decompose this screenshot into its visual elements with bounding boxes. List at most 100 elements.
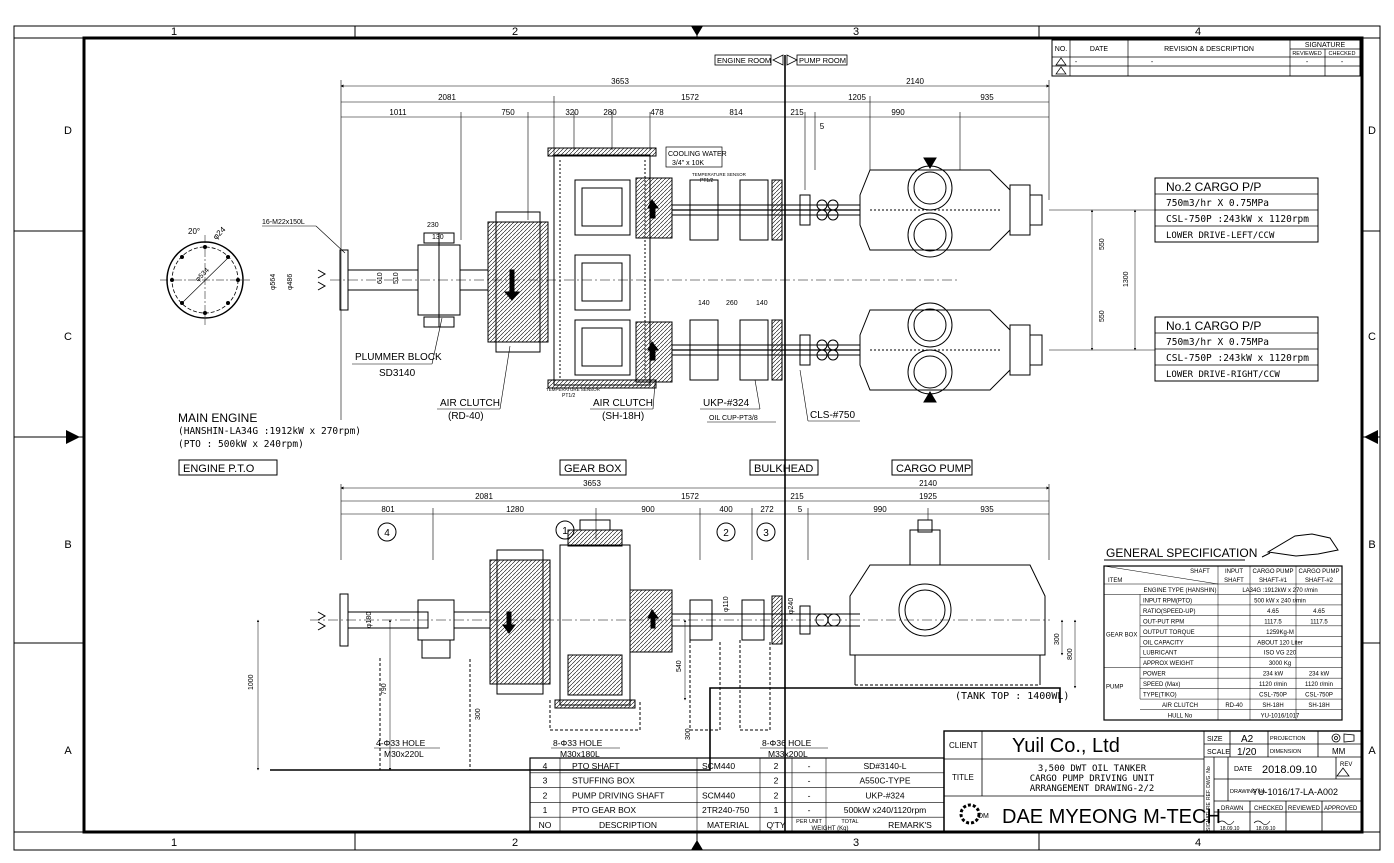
pump-no2-line3: LOWER DRIVE-LEFT/CCW (1166, 231, 1275, 241)
spec-item-7: APPROX WEIGHT (1143, 661, 1194, 667)
bom-head-qty: Q'TY (766, 820, 785, 830)
spec-pump1-11: SH-18H (1262, 703, 1283, 709)
top-dim-1011: 1011 (389, 108, 407, 117)
bom-no-0: 4 (543, 761, 548, 771)
spec-header-5: SHAFT-#1 (1259, 578, 1288, 584)
pump-no1-line1: 750m3/hr X 0.75MPa (1166, 337, 1269, 348)
spec-input-4: 1259Kg-M (1266, 630, 1294, 636)
bom-weight-1: - (808, 776, 811, 786)
bom-head-remarks: REMARK'S (888, 820, 932, 830)
spec-header-4: CARGO PUMP (1252, 569, 1293, 575)
spec-item-11: AIR CLUTCH (1162, 703, 1198, 709)
bulkhead-label: BULKHEAD (754, 463, 813, 475)
bom-qty-2: 2 (774, 790, 779, 800)
spec-item-12: HULL No (1168, 714, 1193, 720)
side-dim-935: 935 (980, 505, 994, 514)
spec-header-0: SHAFT (1190, 569, 1210, 575)
top-dimension-lines (340, 80, 1050, 420)
bom-head-desc: DESCRIPTION (599, 820, 657, 830)
bom-remark-1: A550C-TYPE (859, 776, 910, 786)
pump-spec-no2: No.2 CARGO P/P 750m3/hr X 0.75MPa CSL-75… (1154, 177, 1319, 243)
spec-pump1-3: 1117.5 (1264, 619, 1282, 625)
bom-desc-0: PTO SHAFT (572, 761, 620, 771)
section-labels: ENGINE P.T.O GEAR BOX BULKHEAD CARGO PUM… (178, 459, 973, 476)
side-dim-300c: 300 (685, 728, 692, 740)
spec-title: GENERAL SPECIFICATION (1106, 546, 1257, 560)
drawn-label: DRAWN (1221, 806, 1243, 812)
spec-pump2-9: 1120 r/min (1305, 682, 1333, 688)
bom-qty-3: 1 (774, 805, 779, 815)
rev-head-date: DATE (1090, 46, 1108, 53)
side-dim-300b: 300 (1054, 633, 1061, 645)
dim-550b: 550 (1099, 310, 1106, 322)
side-dim-1000: 1000 (248, 674, 255, 690)
scale-value: 1/20 (1237, 747, 1257, 758)
spec-header-7: SHAFT-#2 (1305, 578, 1334, 584)
dim-510: 510 (393, 272, 400, 284)
top-dim-1205: 1205 (848, 93, 866, 102)
drawing-no-label: DRAWING No. (1230, 789, 1267, 795)
side-dim-3653: 3653 (583, 479, 601, 488)
spec-pump2-8: 234 kW (1309, 672, 1330, 678)
pump-no1-title: No.1 CARGO P/P (1166, 319, 1261, 333)
side-dim-800: 800 (1067, 648, 1074, 660)
cargo-pump-label: CARGO PUMP (896, 463, 971, 475)
col-label-2-bottom: 2 (512, 837, 518, 849)
dim-140b: 140 (756, 300, 768, 307)
top-dimension-text: 3653 2140 2081 1572 1205 935 1011 750 32… (389, 77, 994, 131)
rev-row1-date: - (1075, 59, 1078, 66)
pump-no2-line2: CSL-750P :243kW x 1120rpm (1166, 214, 1309, 225)
company-name: DAE MYEONG M-TECH (1002, 806, 1221, 828)
zone-ticks (14, 26, 1380, 850)
side-phi110: φ110 (723, 596, 730, 612)
bom-material-3: 2TR240-750 (702, 805, 750, 815)
dim-1300: 1300 (1123, 271, 1130, 287)
side-dim-1925: 1925 (919, 492, 937, 501)
rev-triangle-title-icon (1336, 767, 1350, 777)
pen-hand-icon (1261, 533, 1339, 558)
hole-labels: 4-Φ33 HOLE M30x220L 8-Φ33 HOLE M30x180L … (374, 691, 1069, 759)
row-label-d: D (64, 125, 72, 137)
row-label-a-right: A (1368, 745, 1376, 757)
col-label-4-bottom: 4 (1195, 837, 1201, 849)
hole2-label: 8-Φ33 HOLE (553, 738, 603, 748)
top-dim-2081: 2081 (438, 93, 456, 102)
date-label: DATE (1234, 766, 1252, 773)
side-dim-790: 790 (381, 683, 388, 695)
client-label: CLIENT (949, 741, 978, 750)
row-label-c: C (64, 331, 72, 343)
pump-no1-line2: CSL-750P :243kW x 1120rpm (1166, 353, 1309, 364)
side-dim-215: 215 (790, 492, 804, 501)
scale-label: SCALE (1207, 749, 1230, 756)
bom-head-weight: WEIGHT (Kg) (812, 826, 849, 832)
side-small-dims: 1000 790 300 540 300 800 300 φ180 φ110 φ… (248, 596, 1074, 740)
bolt-label: 16-M22x150L (262, 219, 305, 226)
oil-cup-label: OIL CUP-PT3/8 (709, 415, 758, 422)
spec-input-0: LA34G :1912kW x 270 r/min (1242, 588, 1317, 594)
spec-group-1: GEAR BOX (1106, 632, 1137, 638)
bom-no-3: 1 (543, 805, 548, 815)
side-dim-400: 400 (719, 505, 733, 514)
row-label-d-right: D (1368, 125, 1376, 137)
bom-desc-2: PUMP DRIVING SHAFT (572, 790, 664, 800)
rev-row1-reviewed: - (1306, 59, 1309, 66)
dimension-value: MM (1332, 747, 1346, 756)
bom-weight-3: - (808, 805, 811, 815)
spec-header-6: CARGO PUMP (1298, 569, 1339, 575)
sig-date-checked: 18.09.10 (1256, 826, 1276, 832)
title-line3: ARRANGEMENT DRAWING-2/2 (1030, 784, 1155, 794)
signature-label: SIGNATURE (1206, 802, 1212, 831)
top-dim-814: 814 (729, 108, 743, 117)
col-label-2: 2 (512, 26, 518, 38)
top-dim-990: 990 (891, 108, 905, 117)
rev-head-no: NO. (1055, 46, 1068, 53)
rev-head-reviewed: REVIEWED (1292, 51, 1321, 57)
projection-symbol-icon (1331, 733, 1355, 743)
air-clutch2-code: (SH-18H) (602, 411, 644, 422)
side-dimension-text: 3653 2140 2081 1572 215 1925 801 1280 90… (381, 479, 994, 514)
spec-group-8: PUMP (1106, 685, 1123, 691)
spec-pump2-2: 4.65 (1313, 609, 1325, 615)
bom-weight-2: - (808, 790, 811, 800)
pump-no1-line3: LOWER DRIVE-RIGHT/CCW (1166, 370, 1280, 380)
title-block: CLIENT Yuil Co., Ltd TITLE 3,500 DWT OIL… (943, 730, 1363, 833)
